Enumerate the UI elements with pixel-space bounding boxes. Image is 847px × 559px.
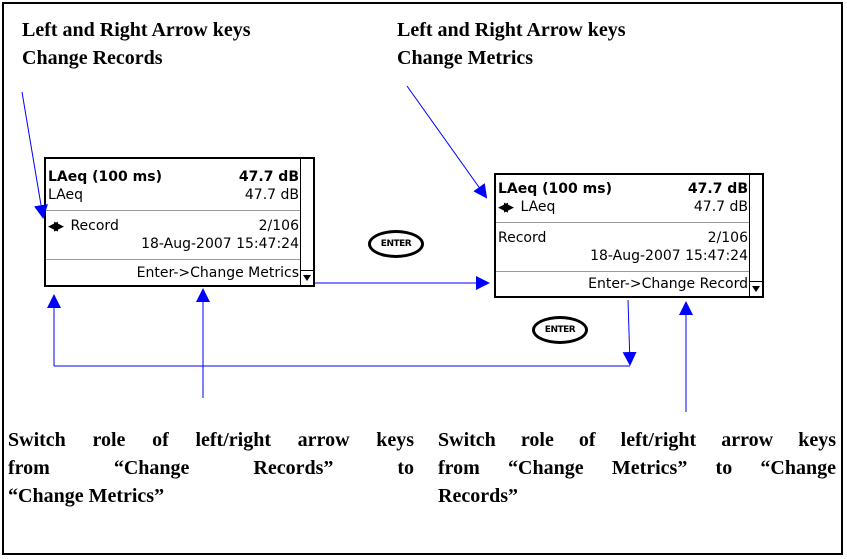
metric-title: LAeq (100 ms) bbox=[48, 169, 162, 185]
caption-line: Records” bbox=[438, 485, 518, 507]
metric-name: LAeq bbox=[48, 187, 83, 203]
flow-arrow bbox=[622, 299, 637, 366]
metric-row[interactable]: LAeq 47.7 dB bbox=[48, 187, 299, 205]
caption-bottom-right: Switch role of left/right arrow keys fro… bbox=[438, 426, 836, 510]
caption-top-right: Left and Right Arrow keys Change Metrics bbox=[397, 16, 626, 72]
caption-line: from “Change Metrics” to “Change bbox=[438, 457, 836, 479]
divider bbox=[46, 259, 301, 260]
caption-bottom-left: Switch role of left/right arrow keys fro… bbox=[8, 426, 414, 510]
metric-title-value: 47.7 dB bbox=[687, 181, 748, 197]
record-label: Record bbox=[70, 218, 119, 234]
timestamp-row: 18-Aug-2007 15:47:24 bbox=[498, 248, 748, 266]
footer-hint: Enter->Change Metrics bbox=[136, 265, 299, 281]
pointer-arrow bbox=[21, 91, 48, 219]
enter-button[interactable]: ENTER bbox=[368, 230, 424, 258]
record-row[interactable]: ◀▶ Record 2/106 bbox=[48, 218, 299, 236]
record-label: Record bbox=[498, 230, 547, 246]
footer-hint: Enter->Change Record bbox=[588, 276, 748, 292]
divider bbox=[496, 271, 750, 272]
scrollbar[interactable] bbox=[749, 175, 762, 296]
scrollbar[interactable] bbox=[300, 159, 313, 285]
device-screen-right: LAeq (100 ms) 47.7 dB ◀▶ LAeq 47.7 dB Re… bbox=[494, 173, 764, 298]
footer-row[interactable]: Enter->Change Record bbox=[498, 276, 748, 294]
record-value: 2/106 bbox=[258, 218, 299, 234]
caption-line: Switch role of left/right arrow keys bbox=[438, 429, 836, 451]
caption-line: Change Metrics bbox=[397, 47, 534, 69]
metric-value: 47.7 dB bbox=[693, 199, 748, 215]
caption-line: Change Records bbox=[22, 47, 163, 69]
caption-line: “Change Metrics” bbox=[8, 485, 165, 507]
caption-line: Left and Right Arrow keys bbox=[397, 19, 626, 41]
metric-value: 47.7 dB bbox=[244, 187, 299, 203]
enter-button[interactable]: ENTER bbox=[532, 316, 588, 344]
scroll-down-icon[interactable] bbox=[301, 270, 313, 285]
enter-label: ENTER bbox=[380, 239, 412, 249]
metric-title: LAeq (100 ms) bbox=[498, 181, 612, 197]
caption-line: from “Change Records” to bbox=[8, 457, 414, 479]
footer-row[interactable]: Enter->Change Metrics bbox=[48, 265, 299, 283]
divider bbox=[46, 210, 301, 211]
timestamp: 18-Aug-2007 15:47:24 bbox=[590, 248, 748, 264]
divider bbox=[496, 222, 750, 223]
pointer-arrow bbox=[406, 85, 488, 199]
metric-name: LAeq bbox=[520, 199, 556, 215]
caption-top-left: Left and Right Arrow keys Change Records bbox=[22, 16, 251, 72]
timestamp: 18-Aug-2007 15:47:24 bbox=[141, 236, 299, 252]
metric-title-row: LAeq (100 ms) 47.7 dB bbox=[498, 181, 748, 199]
metric-row[interactable]: ◀▶ LAeq 47.7 dB bbox=[498, 199, 748, 217]
record-value: 2/106 bbox=[707, 230, 748, 246]
caption-line: Left and Right Arrow keys bbox=[22, 19, 251, 41]
record-row[interactable]: Record 2/106 bbox=[498, 230, 748, 248]
device-screen-left: LAeq (100 ms) 47.7 dB LAeq 47.7 dB ◀▶ Re… bbox=[44, 157, 315, 287]
caption-line: Switch role of left/right arrow keys bbox=[8, 429, 414, 451]
scroll-down-icon[interactable] bbox=[750, 281, 762, 296]
timestamp-row: 18-Aug-2007 15:47:24 bbox=[48, 236, 299, 254]
enter-label: ENTER bbox=[544, 325, 576, 335]
metric-title-row: LAeq (100 ms) 47.7 dB bbox=[48, 169, 299, 187]
metric-title-value: 47.7 dB bbox=[238, 169, 299, 185]
